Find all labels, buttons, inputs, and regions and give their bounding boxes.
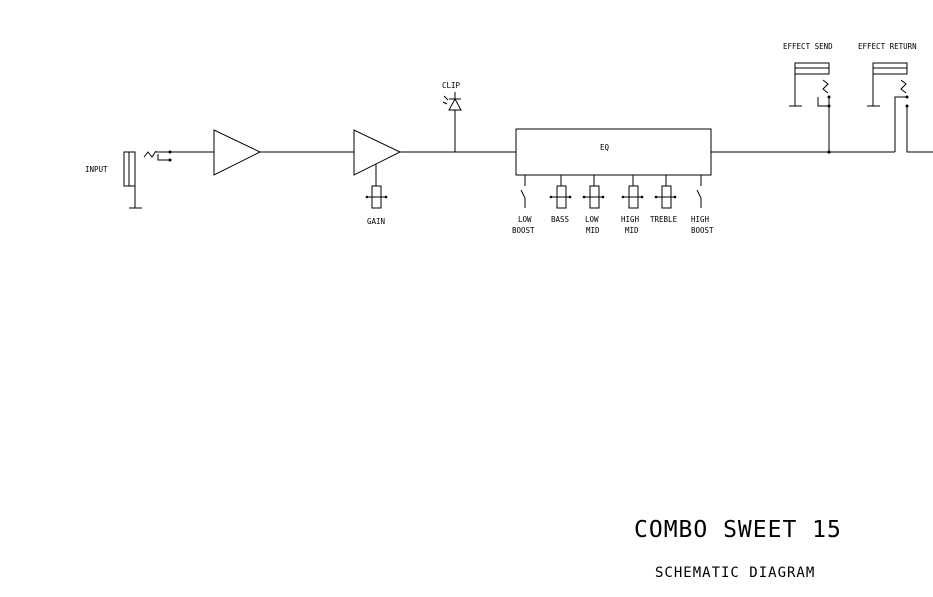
- eq-label: EQ: [600, 143, 610, 152]
- effect-send-label: EFFECT SEND: [783, 42, 833, 51]
- bass-label: BASS: [551, 215, 570, 224]
- low-mid-label-2: MID: [586, 226, 600, 235]
- eq-bass-pot: BASS: [549, 175, 572, 224]
- gain-label: GAIN: [367, 217, 385, 226]
- eq-block: EQ: [515, 128, 895, 176]
- amplifier-1: [213, 129, 354, 176]
- eq-low-boost-switch: LOW BOOST: [512, 175, 535, 235]
- effect-return-jack: EFFECT RETURN: [858, 42, 933, 153]
- eq-low-mid-pot: LOW MID: [582, 175, 605, 235]
- input-label: INPUT: [85, 165, 108, 174]
- low-boost-label-2: BOOST: [512, 226, 535, 235]
- effect-send-jack: EFFECT SEND: [783, 42, 833, 154]
- clip-led: CLIP: [400, 81, 516, 153]
- high-mid-label-1: HIGH: [621, 215, 640, 224]
- treble-label: TREBLE: [650, 215, 678, 224]
- input-jack: INPUT: [85, 150, 214, 209]
- amplifier-2: GAIN: [353, 129, 402, 226]
- eq-treble-pot: TREBLE: [650, 175, 678, 224]
- effect-return-label: EFFECT RETURN: [858, 42, 917, 51]
- low-mid-label-1: LOW: [585, 215, 599, 224]
- diagram-title: COMBO SWEET 15: [634, 517, 842, 543]
- high-boost-label-2: BOOST: [691, 226, 714, 235]
- eq-high-mid-pot: HIGH MID: [621, 175, 644, 235]
- high-boost-label-1: HIGH: [691, 215, 710, 224]
- clip-label: CLIP: [442, 81, 461, 90]
- diagram-subtitle: SCHEMATIC DIAGRAM: [655, 565, 815, 581]
- high-mid-label-2: MID: [625, 226, 639, 235]
- eq-high-boost-switch: HIGH BOOST: [691, 175, 714, 235]
- low-boost-label-1: LOW: [518, 215, 532, 224]
